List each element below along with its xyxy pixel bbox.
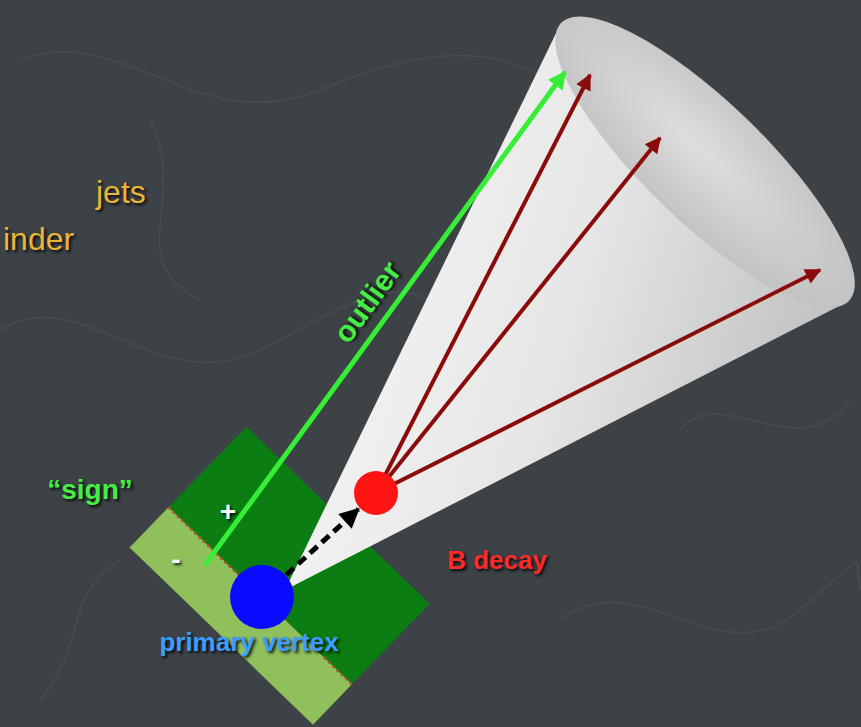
region-label: “sign”: [47, 475, 133, 506]
decay-tracks: [376, 75, 820, 493]
texture-line: [40, 560, 120, 700]
vertex-shape: [230, 565, 294, 629]
primary-vertex: primary vertex: [230, 565, 294, 629]
sign-symbol: -: [171, 545, 180, 576]
track-label: outlier: [327, 255, 408, 349]
cone-cap: [519, 0, 861, 344]
outlier-track: [205, 72, 565, 565]
decay-vertex: B decay: [354, 471, 398, 515]
track-arrow: [376, 270, 820, 493]
vertex-dot: [230, 565, 294, 629]
jet-cone: [285, 0, 861, 590]
bullet-text: jets: [96, 175, 146, 210]
sign-symbol: +: [220, 497, 236, 528]
texture-line: [150, 120, 200, 300]
sign-boundary: [168, 507, 280, 615]
vertex-dot: [354, 471, 398, 515]
vertex-label: B decay: [447, 546, 547, 575]
bullet-text: inder: [3, 222, 74, 257]
sign-boundary: [324, 657, 352, 684]
track-arrow: [376, 138, 660, 493]
flight-arrow: [286, 509, 358, 575]
texture-line: [560, 563, 861, 633]
vertex-label: primary vertex: [159, 628, 338, 657]
vertex-shape: [354, 471, 398, 515]
texture-line: [20, 52, 600, 120]
texture-line: [680, 400, 850, 430]
cone-body: [285, 23, 849, 590]
